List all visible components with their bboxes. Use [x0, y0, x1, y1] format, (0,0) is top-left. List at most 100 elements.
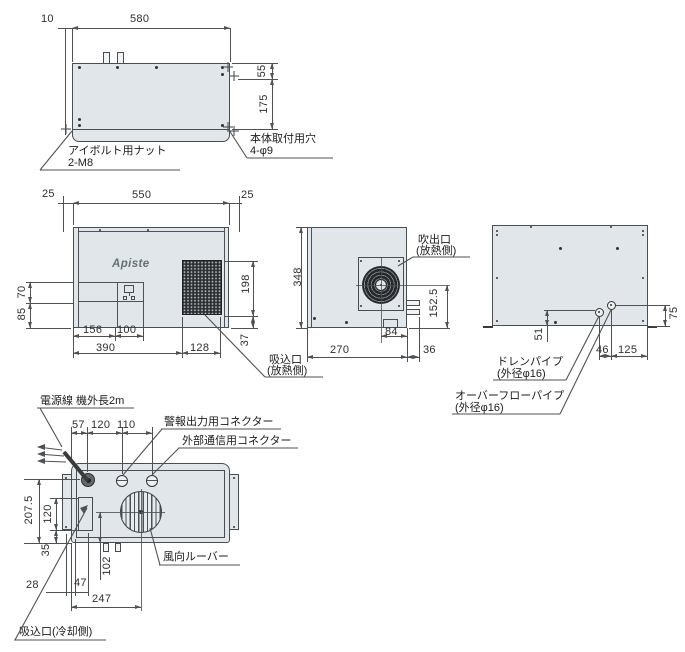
screw-dot [221, 73, 224, 76]
dim-front-width: 550 [132, 189, 152, 201]
label-overflow-pipe-spec: (外径φ16) [455, 402, 504, 414]
dim-line [599, 354, 611, 358]
wire-arrowhead [37, 451, 45, 457]
dim-extension [238, 79, 278, 80]
dim-extension [239, 196, 240, 232]
side-flange [229, 474, 239, 530]
dim-extension [544, 310, 595, 311]
panel-line [143, 282, 144, 328]
hanger-tab [103, 52, 110, 64]
dim-extension [232, 129, 278, 130]
dim-line [270, 63, 274, 79]
label-outlet: 吹出口 [418, 234, 451, 246]
dim-extension [229, 203, 230, 225]
dim-line [71, 605, 141, 609]
dim-rear-pipe-margin: 125 [618, 344, 638, 356]
dim-line [72, 26, 230, 30]
dim-extension [647, 326, 648, 360]
dim-extension [616, 305, 670, 306]
dim-top-width: 580 [130, 13, 150, 25]
dim-extension [72, 28, 73, 62]
dim-extension [71, 427, 72, 461]
dim-front-panel-w2: 100 [117, 324, 137, 336]
screw-dot [233, 526, 235, 528]
panel-edge-line [224, 227, 225, 328]
dim-extension [50, 498, 78, 499]
screw-dot [554, 321, 557, 324]
mount-foot [483, 326, 493, 328]
centerline [96, 512, 165, 513]
dim-extension [599, 317, 600, 360]
label-airflow-louver: 風向ルーバー [163, 551, 229, 563]
dim-extension [65, 28, 66, 135]
label-cooling-inlet: 吸込口(冷却側) [19, 626, 93, 638]
wire-arrowhead [37, 458, 45, 464]
power-cable-bundle [62, 450, 90, 483]
screw-dot [116, 66, 119, 69]
dim-extension [611, 310, 612, 360]
dim-extension [24, 479, 80, 480]
hanger-tab [117, 52, 124, 64]
screw-dot [221, 124, 224, 127]
display-icon-stand [129, 293, 130, 296]
dim-bottom-louver-x: 247 [92, 593, 112, 605]
dim-extension [50, 530, 78, 531]
panel-edge-line [78, 231, 224, 232]
dim-extension [143, 328, 144, 341]
dim-extension [58, 203, 73, 204]
screw-dot [99, 229, 101, 231]
dim-line [270, 79, 274, 129]
centerline [141, 489, 142, 611]
comm-connector [146, 475, 158, 487]
dim-extension [220, 317, 221, 358]
screw-dot [616, 247, 619, 250]
panel-edge-line [78, 227, 79, 328]
dim-bottom-conn-pitch2: 110 [117, 419, 136, 431]
alarm-connector [116, 475, 128, 487]
dim-extension [407, 328, 408, 362]
dim-extension [24, 543, 71, 544]
dim-line [71, 431, 87, 435]
dim-line [663, 305, 667, 326]
hanger-tab [115, 543, 121, 552]
dim-extension [182, 317, 183, 358]
connector-slot [147, 480, 157, 481]
dim-extension [296, 328, 307, 329]
dim-line [251, 261, 255, 316]
dim-extension [307, 328, 308, 362]
label-power-cable: 電源線 機外長2m [40, 395, 125, 407]
dim-extension [232, 63, 278, 64]
screw-dot [233, 477, 235, 479]
dim-line [182, 351, 220, 355]
bottom-inner-panel [76, 470, 225, 538]
dim-line [46, 592, 88, 593]
screw-dot [530, 226, 532, 228]
screw-dot [360, 305, 362, 307]
dim-line [445, 285, 449, 328]
dim-extension [63, 196, 64, 232]
screw-dot [496, 234, 498, 236]
label-eyebolt: アイボルト用ナット [68, 145, 167, 157]
dim-line [28, 282, 32, 303]
dim-top-offset: 10 [41, 13, 54, 25]
dim-extension [152, 427, 153, 474]
screw-dot [642, 230, 644, 232]
base-step [383, 319, 398, 328]
dim-extension [75, 539, 76, 596]
screw-dot [610, 226, 612, 228]
dim-extension [73, 203, 74, 225]
label-comm-connector: 外部通信用コネクター [182, 435, 292, 447]
screw-dot [221, 66, 224, 69]
dim-line [115, 334, 143, 338]
dim-extension [66, 534, 67, 596]
screw-dot [147, 229, 149, 231]
dim-extension [230, 28, 231, 62]
pipe-stub [406, 300, 420, 306]
screw-dot [642, 320, 644, 322]
dim-line [299, 227, 303, 328]
dim-line [28, 303, 32, 328]
brand-logo: Apiste [112, 258, 150, 270]
screw-dot [78, 118, 81, 121]
